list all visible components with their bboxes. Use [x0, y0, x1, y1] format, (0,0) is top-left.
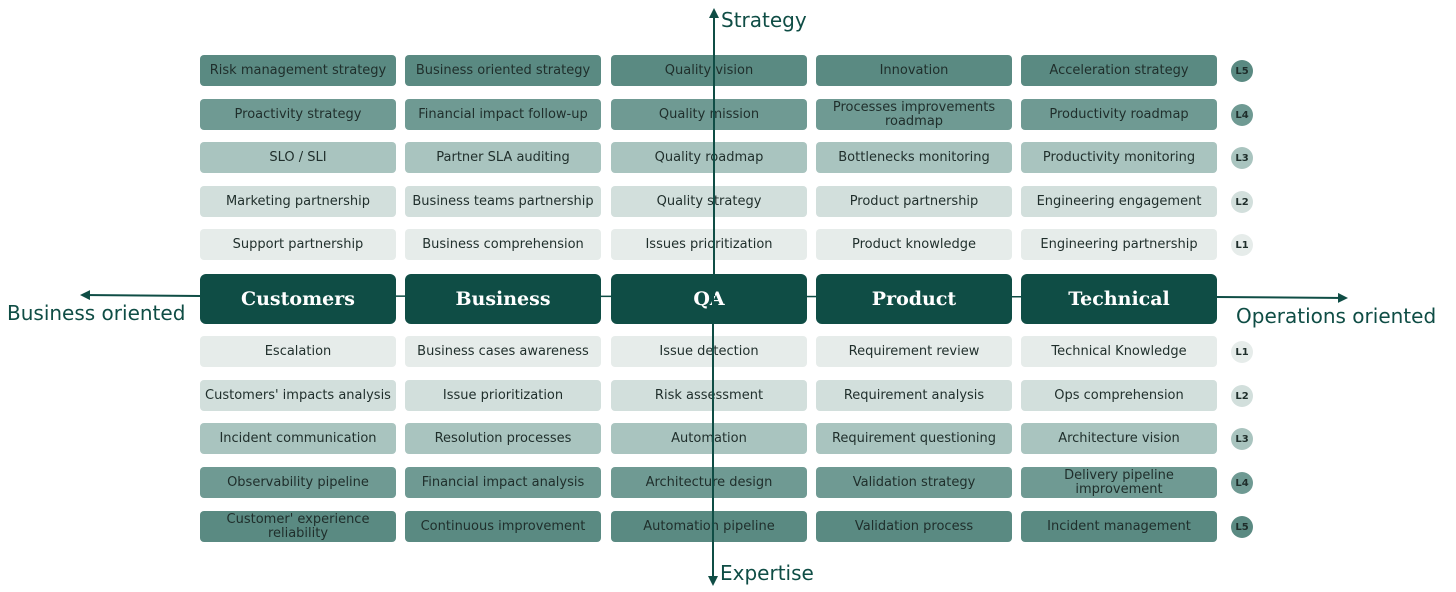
strategy-card: Engineering partnership — [1021, 229, 1217, 260]
expertise-card: Requirement review — [816, 336, 1012, 367]
strategy-card: Quality strategy — [611, 186, 807, 217]
strategy-card: Business oriented strategy — [405, 55, 601, 86]
strategy-card: Product knowledge — [816, 229, 1012, 260]
strategy-card: Business teams partnership — [405, 186, 601, 217]
expertise-card: Continuous improvement — [405, 511, 601, 542]
strategy-card: Quality mission — [611, 99, 807, 130]
expertise-level-badge: L4 — [1231, 472, 1253, 494]
expertise-card: Customer' experience reliability — [200, 511, 396, 542]
strategy-card: Quality vision — [611, 55, 807, 86]
expertise-card: Observability pipeline — [200, 467, 396, 498]
strategy-card: Proactivity strategy — [200, 99, 396, 130]
expertise-card: Incident communication — [200, 423, 396, 454]
expertise-card: Issue detection — [611, 336, 807, 367]
strategy-card: Innovation — [816, 55, 1012, 86]
expertise-card: Customers' impacts analysis — [200, 380, 396, 411]
axis-label-expertise: Expertise — [720, 561, 814, 585]
column-header-product: Product — [816, 274, 1012, 324]
column-header-customers: Customers — [200, 274, 396, 324]
strategy-card: SLO / SLI — [200, 142, 396, 173]
expertise-card: Financial impact analysis — [405, 467, 601, 498]
strategy-level-badge: L4 — [1231, 104, 1253, 126]
strategy-level-badge: L1 — [1231, 234, 1253, 256]
strategy-card: Marketing partnership — [200, 186, 396, 217]
strategy-card: Acceleration strategy — [1021, 55, 1217, 86]
axis-label-operations-oriented: Operations oriented — [1236, 304, 1437, 328]
column-header-technical: Technical — [1021, 274, 1217, 324]
strategy-card: Risk management strategy — [200, 55, 396, 86]
strategy-card: Partner SLA auditing — [405, 142, 601, 173]
expertise-level-badge: L3 — [1231, 428, 1253, 450]
strategy-card: Engineering engagement — [1021, 186, 1217, 217]
expertise-card: Requirement questioning — [816, 423, 1012, 454]
column-header-business: Business — [405, 274, 601, 324]
expertise-card: Delivery pipeline improvement — [1021, 467, 1217, 498]
strategy-card: Business comprehension — [405, 229, 601, 260]
expertise-level-badge: L5 — [1231, 516, 1253, 538]
expertise-card: Validation strategy — [816, 467, 1012, 498]
strategy-card: Productivity roadmap — [1021, 99, 1217, 130]
strategy-card: Support partnership — [200, 229, 396, 260]
strategy-card: Issues prioritization — [611, 229, 807, 260]
strategy-level-badge: L5 — [1231, 60, 1253, 82]
strategy-card: Processes improvements roadmap — [816, 99, 1012, 130]
strategy-card: Quality roadmap — [611, 142, 807, 173]
column-header-qa: QA — [611, 274, 807, 324]
expertise-card: Business cases awareness — [405, 336, 601, 367]
axis-label-business-oriented: Business oriented — [7, 301, 186, 325]
expertise-card: Escalation — [200, 336, 396, 367]
axis-label-strategy: Strategy — [721, 8, 807, 32]
strategy-card: Bottlenecks monitoring — [816, 142, 1012, 173]
expertise-card: Risk assessment — [611, 380, 807, 411]
expertise-card: Validation process — [816, 511, 1012, 542]
expertise-card: Resolution processes — [405, 423, 601, 454]
expertise-card: Incident management — [1021, 511, 1217, 542]
expertise-level-badge: L2 — [1231, 385, 1253, 407]
strategy-card: Product partnership — [816, 186, 1012, 217]
expertise-card: Automation — [611, 423, 807, 454]
strategy-level-badge: L3 — [1231, 147, 1253, 169]
strategy-card: Financial impact follow-up — [405, 99, 601, 130]
expertise-card: Requirement analysis — [816, 380, 1012, 411]
expertise-card: Automation pipeline — [611, 511, 807, 542]
strategy-card: Productivity monitoring — [1021, 142, 1217, 173]
expertise-card: Architecture vision — [1021, 423, 1217, 454]
expertise-level-badge: L1 — [1231, 341, 1253, 363]
expertise-card: Architecture design — [611, 467, 807, 498]
expertise-card: Issue prioritization — [405, 380, 601, 411]
expertise-card: Technical Knowledge — [1021, 336, 1217, 367]
strategy-level-badge: L2 — [1231, 191, 1253, 213]
expertise-card: Ops comprehension — [1021, 380, 1217, 411]
